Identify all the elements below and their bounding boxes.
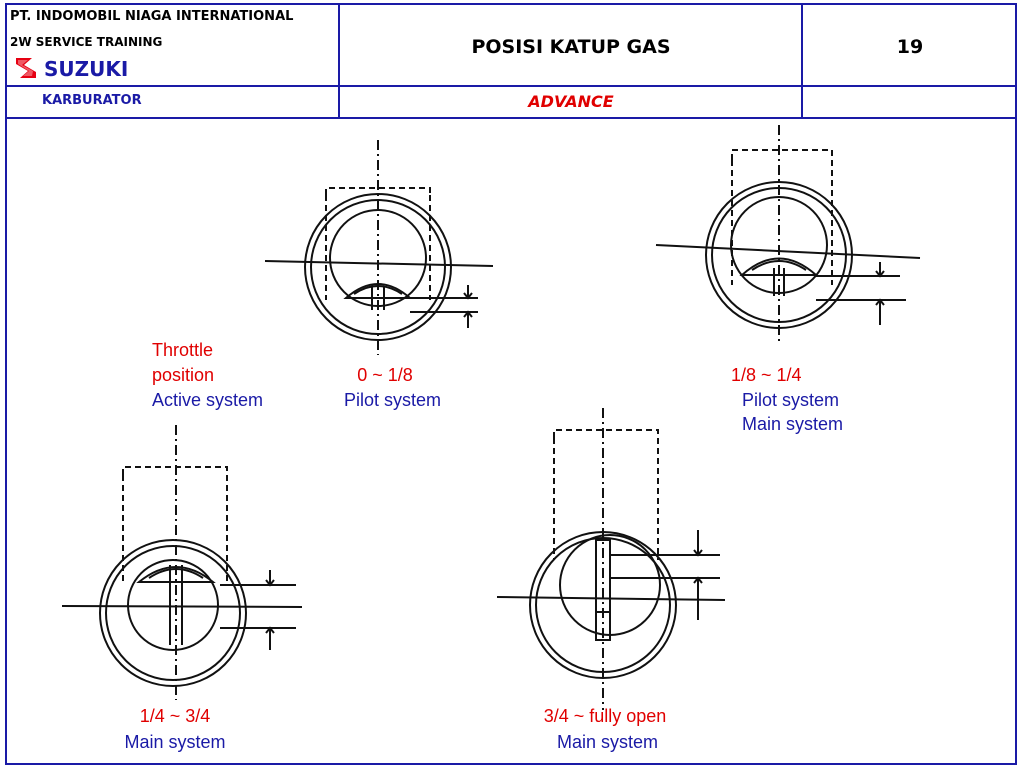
- legend-throttle-line1: Throttle: [152, 340, 214, 360]
- page-number: 19: [896, 36, 924, 58]
- suzuki-logo: SUZUKI: [16, 57, 128, 81]
- svg-text:SUZUKI: SUZUKI: [44, 57, 128, 81]
- throttle-diagram-full: [496, 408, 726, 710]
- position-4-system: Main system: [556, 732, 659, 752]
- throttle-diagram-mid: [61, 425, 303, 700]
- header-divider-1: [5, 85, 1017, 87]
- slide-frame: [5, 3, 1017, 765]
- header-column-divider-1: [338, 3, 340, 118]
- throttle-diagram-closed: [264, 140, 494, 355]
- position-3-system: Main system: [124, 732, 226, 752]
- header-divider-2: [5, 117, 1017, 119]
- position-3-range: 1/4 ~ 3/4: [139, 706, 211, 726]
- page-title: POSISI KATUP GAS: [471, 36, 671, 58]
- throttle-diagram-low: [655, 125, 921, 345]
- position-1-system: Pilot system: [343, 390, 442, 410]
- position-2-system-2: Main system: [742, 414, 844, 434]
- position-1-range: 0 ~ 1/8: [357, 365, 413, 385]
- position-2-range: 1/8 ~ 1/4: [731, 365, 802, 385]
- legend-active-system: Active system: [152, 390, 264, 410]
- position-2-system-1: Pilot system: [742, 390, 840, 410]
- company-name: PT. INDOMOBIL NIAGA INTERNATIONAL: [10, 9, 294, 24]
- position-4-range: 3/4 ~ fully open: [543, 706, 667, 726]
- level-label: ADVANCE: [528, 92, 614, 111]
- header-column-divider-2: [801, 3, 803, 118]
- legend-throttle-line2: position: [152, 365, 215, 385]
- department-name: 2W SERVICE TRAINING: [10, 35, 163, 49]
- section-label: KARBURATOR: [42, 93, 142, 108]
